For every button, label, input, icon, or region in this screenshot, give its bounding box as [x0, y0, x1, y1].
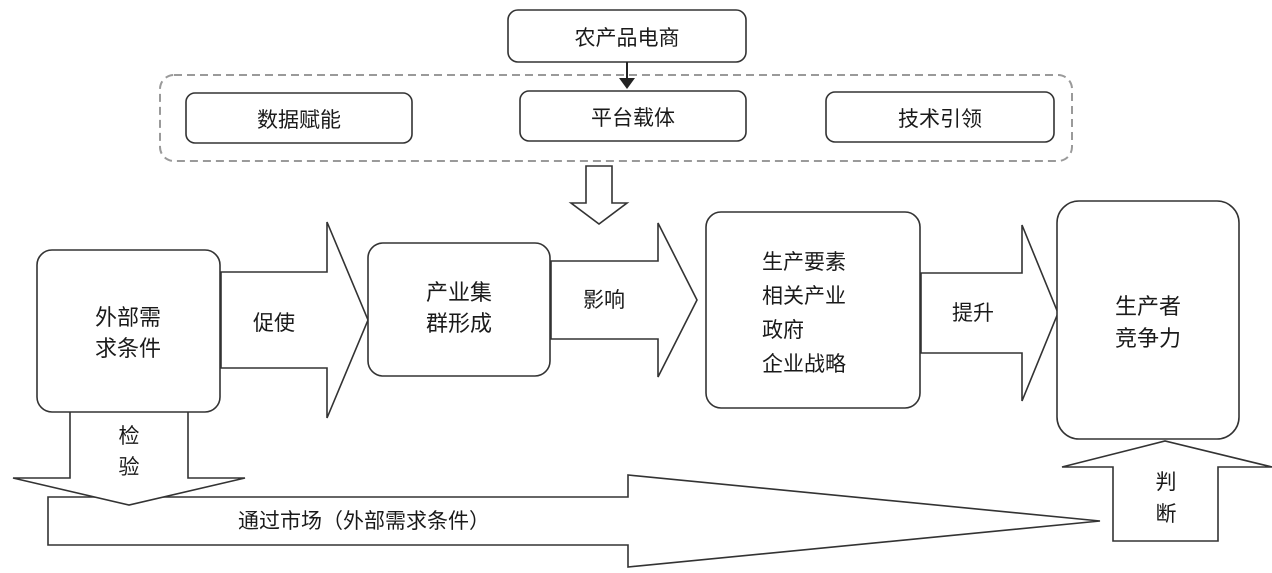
factors-line-4: 企业战略: [762, 352, 846, 376]
influence-down-arrow: [568, 165, 630, 225]
industry-cluster-box: [367, 242, 551, 377]
data-enable-box: [185, 92, 413, 144]
competitiveness-line-2: 竞争力: [1115, 327, 1181, 352]
external-demand-line-2: 求条件: [95, 337, 161, 362]
influence-label: 影响: [583, 288, 625, 312]
industry-cluster-line-2: 群形成: [426, 312, 492, 337]
judge-label-1: 判: [1156, 470, 1177, 494]
promote-arrow: [220, 221, 369, 419]
tech-lead-box: [825, 91, 1055, 143]
promote-label: 促使: [253, 311, 295, 335]
external-demand-line-1: 外部需: [95, 306, 161, 331]
improve-label: 提升: [952, 301, 994, 325]
competitiveness-box: [1056, 200, 1240, 440]
judge-arrow: [1061, 440, 1272, 542]
improve-arrow: [920, 224, 1059, 402]
competitiveness-line-1: 生产者: [1115, 295, 1181, 320]
data-enable-label: 数据赋能: [257, 108, 341, 132]
connector-arrowhead: [619, 78, 635, 89]
influence-arrow: [550, 222, 698, 378]
factors-line-3: 政府: [762, 318, 804, 342]
factors-line-1: 生产要素: [762, 250, 846, 274]
industry-cluster-line-1: 产业集: [426, 281, 492, 306]
platform-label: 平台载体: [591, 106, 675, 130]
external-demand-box: [36, 249, 221, 413]
platform-box: [519, 90, 747, 142]
verify-label-1: 检: [119, 424, 140, 448]
ecommerce-label: 农产品电商: [575, 26, 680, 50]
verify-label-2: 验: [119, 455, 140, 479]
tech-lead-label: 技术引领: [898, 107, 982, 131]
factors-line-2: 相关产业: [762, 284, 846, 308]
market-label: 通过市场（外部需求条件）: [238, 509, 490, 533]
judge-label-2: 断: [1156, 502, 1177, 526]
market-arrow: [47, 474, 1101, 568]
enabler-group: [159, 74, 1073, 162]
factors-box: [705, 211, 921, 409]
